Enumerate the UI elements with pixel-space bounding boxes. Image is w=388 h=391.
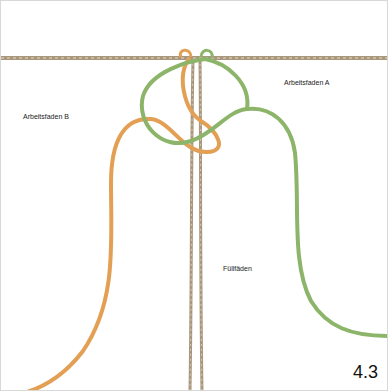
thread-label: Arbeitsfaden B	[23, 113, 69, 121]
thread-label: Füllfäden	[223, 265, 252, 273]
figure-number: 4.3	[351, 363, 380, 383]
working-thread-a-loop	[205, 59, 247, 109]
thread-label: Arbeitsfaden A	[284, 79, 330, 87]
rope-twist	[1, 57, 388, 59]
knot-loop	[201, 50, 212, 58]
knot-loop	[180, 50, 191, 57]
working-thread-a	[142, 59, 388, 336]
working-thread-b	[27, 59, 219, 391]
